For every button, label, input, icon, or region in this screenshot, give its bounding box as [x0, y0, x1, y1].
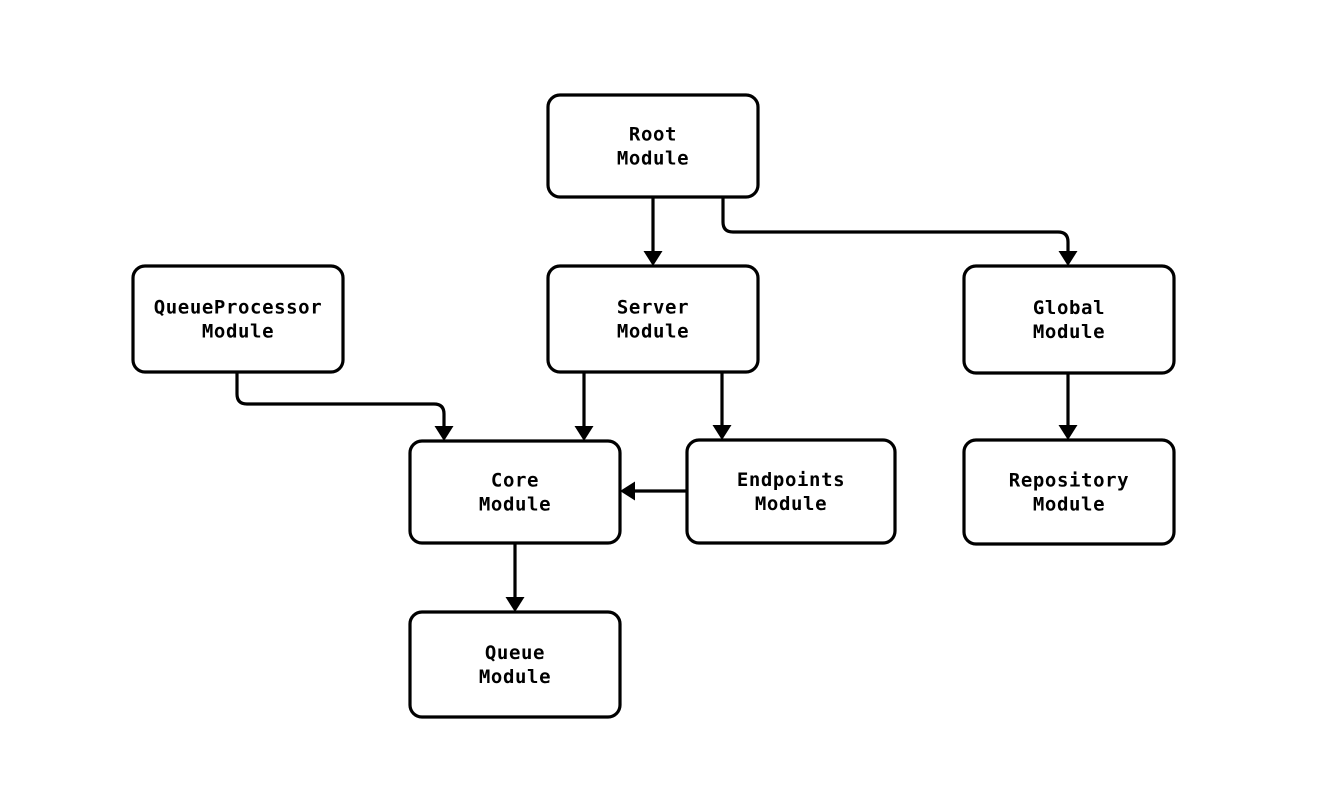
edge-line [721, 197, 1070, 252]
node-label-line1: Root [629, 124, 677, 146]
node-label-line2: Module [617, 148, 689, 170]
edge-global-to-repository [1058, 373, 1078, 440]
node-box[interactable] [962, 264, 1176, 375]
node-label-line1: QueueProcessor [154, 297, 323, 319]
node-label-line2: Module [202, 321, 274, 343]
node-label-line2: Module [755, 493, 827, 515]
arrowhead-icon [1058, 251, 1078, 266]
nodes-layer: RootModuleQueueProcessorModuleServerModu… [131, 93, 1176, 719]
edge-root-to-global [721, 197, 1078, 266]
edge-endpoints-to-core [620, 481, 687, 501]
node-box[interactable] [685, 438, 897, 545]
edge-root-to-server [643, 197, 663, 266]
node-box[interactable] [408, 439, 622, 545]
arrowhead-icon [505, 597, 525, 612]
arrowhead-icon [712, 425, 732, 440]
edge-queueprocessor-to-core [235, 372, 454, 441]
node-label-line2: Module [479, 494, 551, 516]
node-label-line1: Global [1033, 297, 1105, 319]
node-label-line1: Queue [485, 642, 545, 664]
arrowhead-icon [434, 426, 454, 441]
edge-server-to-endpoints [712, 372, 732, 440]
node-label-line2: Module [1033, 494, 1105, 516]
node-label-line2: Module [479, 666, 551, 688]
node-box[interactable] [131, 264, 345, 374]
node-label-line1: Endpoints [737, 469, 845, 491]
node-box[interactable] [962, 438, 1176, 546]
node-box[interactable] [546, 264, 760, 374]
node-label-line2: Module [1033, 321, 1105, 343]
node-box[interactable] [546, 93, 760, 199]
node-label-line1: Server [617, 297, 689, 319]
edge-line [235, 372, 446, 427]
node-label-line1: Repository [1009, 470, 1129, 492]
arrowhead-icon [1058, 425, 1078, 440]
edge-server-to-core [574, 372, 594, 441]
node-label-line1: Core [491, 470, 539, 492]
arrowhead-icon [643, 251, 663, 266]
arrowhead-icon [620, 481, 635, 501]
node-label-line2: Module [617, 321, 689, 343]
edges-layer [235, 197, 1078, 612]
arrowhead-icon [574, 426, 594, 441]
edge-core-to-queue [505, 543, 525, 612]
node-box[interactable] [408, 610, 622, 719]
